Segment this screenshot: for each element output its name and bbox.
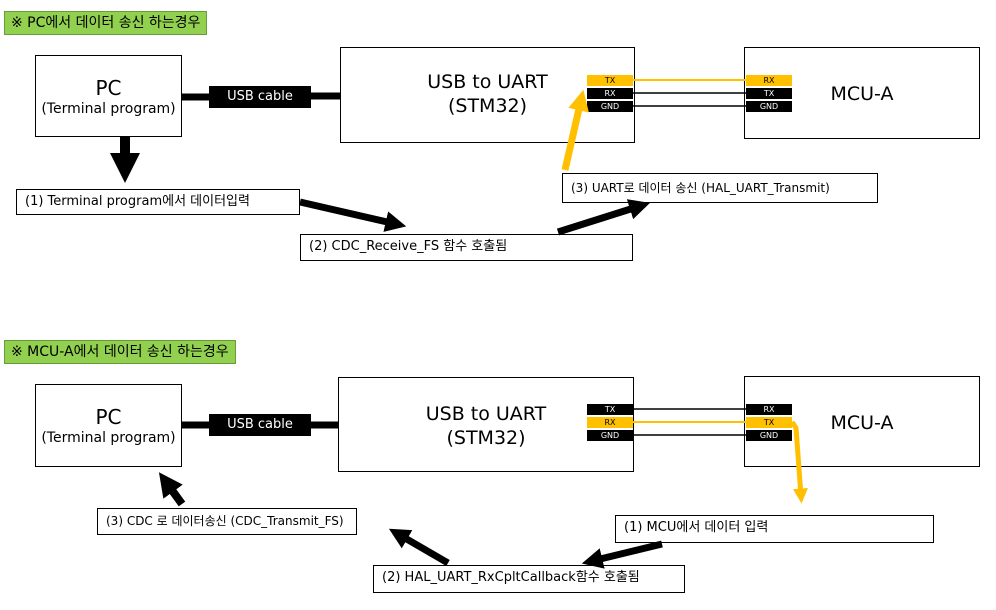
section2-mcu-pin-rx: RX [746, 404, 792, 415]
section1-mcu-label: MCU-A [830, 83, 894, 105]
section2-mcu-label: MCU-A [830, 412, 894, 434]
section2-mcu-pin-gnd: GND [746, 430, 792, 441]
section2-bridge-label: USB to UART [425, 403, 547, 425]
section2-step-1: (1) MCU에서 데이터 입력 [615, 515, 934, 543]
section2-arrow-step2-to-step3 [388, 528, 450, 567]
section1-arrow-step1-to-step2 [299, 198, 407, 232]
section1-mcu-pin-rx: RX [746, 75, 792, 86]
section2-bridge-pin-gnd: GND [587, 430, 633, 441]
section1-bridge-pin-tx: TX [587, 75, 633, 86]
section2-bridge-sublabel: (STM32) [446, 427, 526, 449]
section2-mcu-pin-tx: TX [746, 417, 792, 428]
section2-usb-cable: USB cable [209, 414, 311, 436]
section1-usb-cable: USB cable [209, 86, 311, 108]
section1-mcu-pin-gnd: GND [746, 101, 792, 112]
section1-pc-sublabel: (Terminal program) [41, 101, 176, 117]
section1-title: ※ PC에서 데이터 송신 하는경우 [4, 11, 208, 35]
section2-pc-label: PC [95, 405, 122, 429]
section2-arrow-to-pc [158, 472, 186, 507]
section2-step-2: (2) HAL_UART_RxCpltCallback함수 호출됨 [373, 565, 685, 593]
section2-pc-sublabel: (Terminal program) [41, 430, 176, 446]
section1-bridge-label: USB to UART [427, 71, 548, 93]
section2-bridge-pin-tx: TX [587, 404, 633, 415]
section2-arrow-step1-to-step2 [581, 540, 663, 569]
section1-mcu-pin-tx: TX [746, 88, 792, 99]
section1-step-3: (3) UART로 데이터 송신 (HAL_UART_Transmit) [562, 173, 878, 203]
section1-bridge-sublabel: (STM32) [447, 95, 528, 117]
section2-arrow-tx-down [789, 420, 808, 504]
section1-step-1: (1) Terminal program에서 데이터입력 [16, 189, 300, 215]
section2-step-3: (3) CDC 로 데이터송신 (CDC_Transmit_FS) [97, 508, 357, 535]
section1-bridge-pin-rx: RX [587, 88, 633, 99]
section1-pc-label: PC [95, 76, 122, 100]
section1-pc-box: PC (Terminal program) [35, 55, 182, 137]
section2-bridge-pin-rx: RX [587, 417, 633, 428]
section2-bridge-box: USB to UART (STM32) [338, 377, 634, 472]
section2-title: ※ MCU-A에서 데이터 송신 하는경우 [4, 340, 236, 364]
section1-step-2: (2) CDC_Receive_FS 함수 호출됨 [300, 234, 633, 261]
section1-bridge-pin-gnd: GND [587, 101, 633, 112]
section1-arrow-step2-to-step3 [556, 199, 651, 236]
section1-arrow-step3-to-tx [561, 89, 589, 171]
section2-pc-box: PC (Terminal program) [35, 384, 182, 467]
